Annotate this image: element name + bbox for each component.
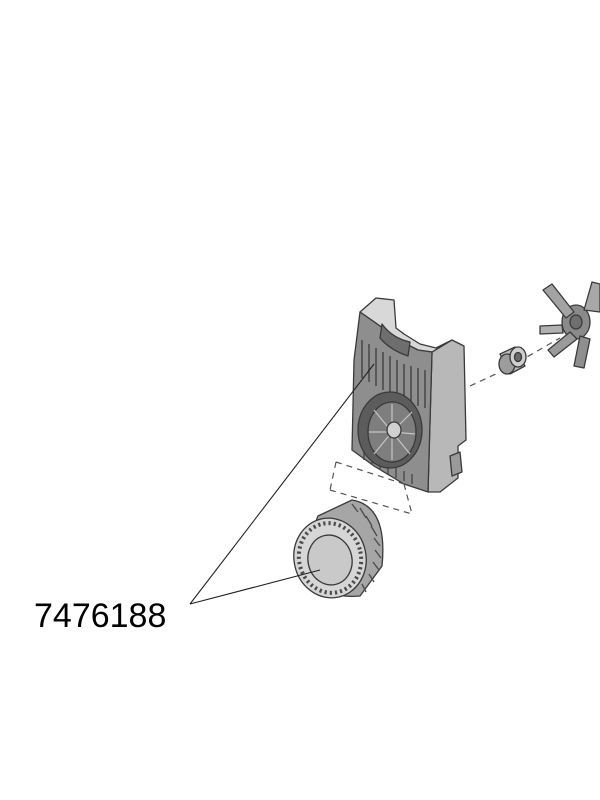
intake-cap-icon xyxy=(293,499,384,599)
leader-line-cap xyxy=(189,569,321,605)
part-number-label: 7476188 xyxy=(34,597,166,635)
impeller-icon xyxy=(539,281,600,369)
bearing-bushing-icon xyxy=(498,346,527,375)
pump-housing-icon xyxy=(351,297,467,493)
leader-line-housing xyxy=(189,363,375,605)
